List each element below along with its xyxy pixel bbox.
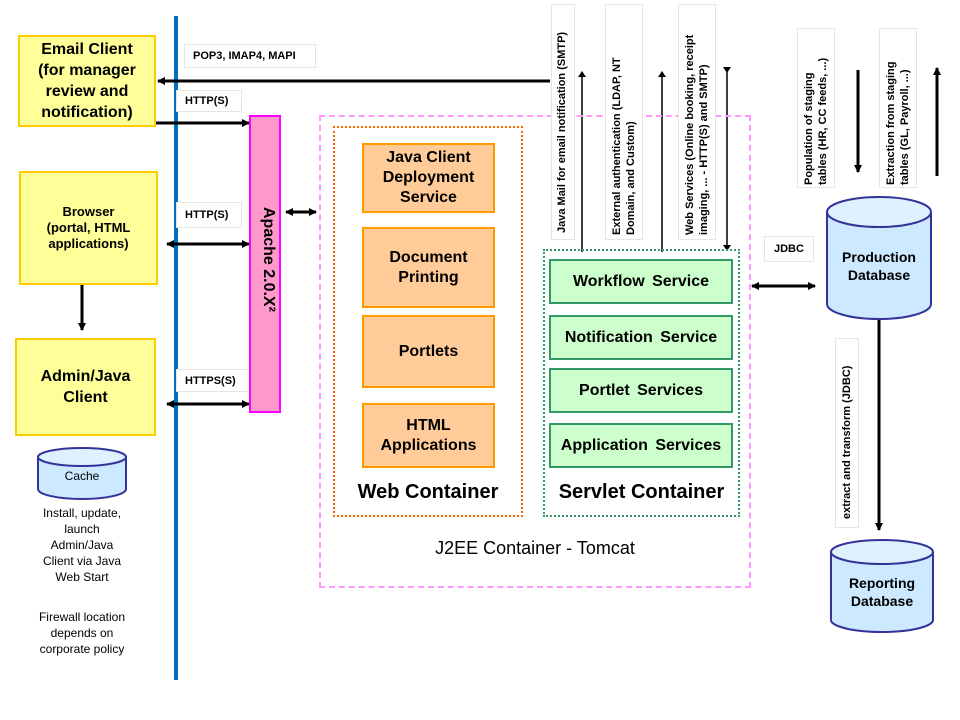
- pop3-label: POP3, IMAP4, MAPI: [184, 44, 316, 68]
- web-item-java-client-deployment[interactable]: Java Client Deployment Service: [362, 143, 495, 213]
- servlet-item-portlet[interactable]: Portlet Services: [549, 368, 733, 413]
- browser-box[interactable]: Browser (portal, HTML applications): [19, 171, 158, 285]
- https-admin-label: HTTPS(S): [176, 369, 250, 392]
- email-client-box[interactable]: Email Client (for manager review and not…: [18, 35, 156, 127]
- production-database-label: Production Database: [842, 249, 916, 283]
- external-auth-label-box: External authentication (LDAP, NT Domain…: [605, 4, 643, 240]
- servlet-container: [543, 249, 740, 517]
- web-item-document-printing[interactable]: Document Printing: [362, 227, 495, 308]
- servlet-container-title: Servlet Container: [558, 481, 725, 503]
- admin-java-client-box[interactable]: Admin/Java Client: [15, 338, 156, 436]
- j2ee-container: [319, 115, 751, 588]
- population-label: Population of staging tables (HR, CC fee…: [803, 57, 829, 185]
- apache-label: Apache 2.0.X²: [260, 207, 277, 312]
- jdbc-label: JDBC: [764, 236, 814, 262]
- reporting-database-label: Reporting Database: [848, 575, 916, 609]
- population-label-box: Population of staging tables (HR, CC fee…: [797, 28, 835, 188]
- java-mail-label: Java Mail for email notification (SMTP): [556, 31, 568, 233]
- java-mail-label-box: Java Mail for email notification (SMTP): [551, 4, 575, 240]
- production-database[interactable]: Production Database: [825, 195, 933, 321]
- cylinder-icon: [37, 447, 127, 500]
- cache-label: Cache: [64, 469, 100, 483]
- external-auth-label: External authentication (LDAP, NT Domain…: [611, 57, 637, 235]
- servlet-item-application[interactable]: Application Services: [549, 423, 733, 468]
- j2ee-container-label: J2EE Container - Tomcat: [435, 538, 635, 558]
- web-item-portlets[interactable]: Portlets: [362, 315, 495, 388]
- apache-server[interactable]: Apache 2.0.X²: [249, 115, 281, 413]
- cylinder-icon: [826, 196, 932, 320]
- web-container-title: Web Container: [357, 481, 499, 503]
- http-browser-label: HTTP(S): [176, 202, 242, 228]
- extract-transform-label-box: extract and transform (JDBC): [835, 338, 859, 528]
- http-email-label: HTTP(S): [176, 90, 242, 112]
- web-container: [333, 126, 523, 517]
- cache-note: Install, update, launch Admin/Java Clien…: [42, 506, 122, 584]
- reporting-database[interactable]: Reporting Database: [829, 538, 935, 634]
- cylinder-icon: [830, 539, 934, 633]
- web-item-html-applications[interactable]: HTML Applications: [362, 403, 495, 468]
- extract-transform-label: extract and transform (JDBC): [841, 365, 853, 519]
- servlet-item-notification[interactable]: Notification Service: [549, 315, 733, 360]
- web-services-label-box: Web Services (Online booking, receipt im…: [678, 4, 716, 240]
- cache-database: Cache: [36, 445, 128, 501]
- extraction-label-box: Extraction from staging tables (GL, Payr…: [879, 28, 917, 188]
- web-services-label: Web Services (Online booking, receipt im…: [684, 34, 710, 235]
- firewall-note: Firewall location depends on corporate p…: [38, 610, 126, 656]
- extraction-label: Extraction from staging tables (GL, Payr…: [885, 61, 911, 185]
- servlet-item-workflow[interactable]: Workflow Service: [549, 259, 733, 304]
